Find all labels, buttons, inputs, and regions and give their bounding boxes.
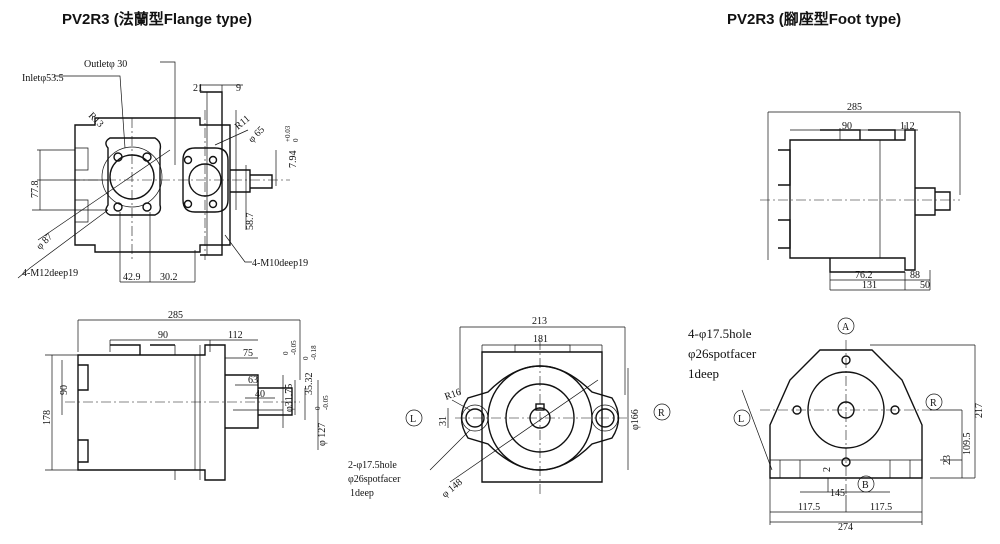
foot-end-left-mark: L <box>738 414 744 425</box>
side-tol-35-lower: -0.18 <box>310 345 318 360</box>
foot-end-hole-line3: 1deep <box>688 366 719 381</box>
foot-top-dim-50: 50 <box>920 280 930 291</box>
m12-label: 4-M12deep19 <box>22 268 78 279</box>
foot-end-dim-274: 274 <box>838 522 853 533</box>
foot-top-dim-76-2: 76.2 <box>855 270 873 281</box>
end-phi148: φ 148 <box>440 477 465 500</box>
dim-21: 21 <box>193 83 203 94</box>
foot-top-dim-112: 112 <box>900 121 915 132</box>
side-dim-35-32: 35.32 <box>304 373 315 396</box>
phi65-label: φ 65 <box>246 124 267 145</box>
foot-end-dim-217: 217 <box>974 403 985 418</box>
side-dim-90v: 90 <box>59 385 70 395</box>
side-dim-285: 285 <box>168 310 183 321</box>
foot-end-dim-117-5-left: 117.5 <box>798 502 820 513</box>
dim-58-7: 58.7 <box>245 213 256 231</box>
dim-42-9: 42.9 <box>123 272 141 283</box>
foot-end-hole-line2: φ26spotfacer <box>688 346 757 361</box>
foot-end-view: A B L R 4-φ17.5hole φ26spotfacer 1deep 2… <box>688 317 985 533</box>
foot-type-title: PV2R3 (腳座型Foot type) <box>727 11 902 28</box>
flange-type-title: PV2R3 (法蘭型Flange type) <box>62 11 253 28</box>
foot-end-mark-a: A <box>842 322 850 333</box>
foot-end-dim-145: 145 <box>830 488 845 499</box>
r13-label: R13 <box>86 110 106 130</box>
foot-end-hole-line1: 4-φ17.5hole <box>688 326 752 341</box>
flange-end-view: 213 181 R16 31 φ166 φ 148 L R 2-φ17.5hol… <box>348 316 671 500</box>
side-dim-63: 63 <box>248 375 258 386</box>
side-dim-127: φ 127 <box>317 423 328 446</box>
tol-upper: +0.03 <box>284 125 292 142</box>
side-dim-31-75: φ31.75 <box>284 384 295 412</box>
end-phi166: φ166 <box>630 409 641 430</box>
foot-end-mark-b: B <box>862 480 869 491</box>
end-hole-line2: φ26spotfacer <box>348 474 401 485</box>
flange-front-view: Outletφ 30 Inletφ53.5 R13 R11 φ 65 21 9 … <box>17 59 308 283</box>
side-tol-35-upper: 0 <box>302 356 310 360</box>
foot-top-dim-90: 90 <box>842 121 852 132</box>
dim-9: 9 <box>236 83 241 94</box>
foot-top-dim-285: 285 <box>847 102 862 113</box>
foot-end-dim-2: 2 <box>822 467 833 472</box>
side-dim-75: 75 <box>243 348 253 359</box>
end-left-mark: L <box>410 414 416 425</box>
m10-label: 4-M10deep19 <box>252 258 308 269</box>
side-tol-31-lower: -0.05 <box>290 340 298 355</box>
end-r16: R16 <box>443 387 462 403</box>
end-hole-line1: 2-φ17.5hole <box>348 460 397 471</box>
phi87-label: φ 87 <box>34 231 55 252</box>
foot-end-right-mark: R <box>930 398 937 409</box>
side-tol-127-upper: 0 <box>314 406 322 410</box>
end-dim-213: 213 <box>532 316 547 327</box>
foot-end-dim-23: 23 <box>942 455 953 465</box>
side-tol-127-lower: -0.05 <box>322 395 330 410</box>
end-hole-line3: 1deep <box>350 488 374 499</box>
end-right-mark: R <box>658 408 665 419</box>
side-dim-178: 178 <box>42 410 53 425</box>
side-dim-90: 90 <box>158 330 168 341</box>
outlet-label: Outletφ 30 <box>84 59 127 70</box>
foot-end-dim-117-5-right: 117.5 <box>870 502 892 513</box>
inlet-label: Inletφ53.5 <box>22 73 64 84</box>
side-tol-31-upper: 0 <box>282 351 290 355</box>
foot-top-view: 285 90 112 76.2 88 131 50 <box>760 102 961 291</box>
dim-7-94: 7.94 <box>288 151 299 169</box>
foot-top-dim-88: 88 <box>910 270 920 281</box>
foot-top-dim-131: 131 <box>862 280 877 291</box>
tol-lower: 0 <box>292 138 300 142</box>
flange-side-view: 285 90 112 75 63 40 φ31.75 0 -0.05 35.32… <box>42 310 330 481</box>
dim-30-2: 30.2 <box>160 272 178 283</box>
end-dim-181: 181 <box>533 334 548 345</box>
dim-77-8: 77.8 <box>30 181 41 199</box>
side-dim-40: 40 <box>255 389 265 400</box>
end-dim-31: 31 <box>438 416 449 426</box>
foot-end-dim-109-5: 109.5 <box>962 433 973 456</box>
side-dim-112: 112 <box>228 330 243 341</box>
